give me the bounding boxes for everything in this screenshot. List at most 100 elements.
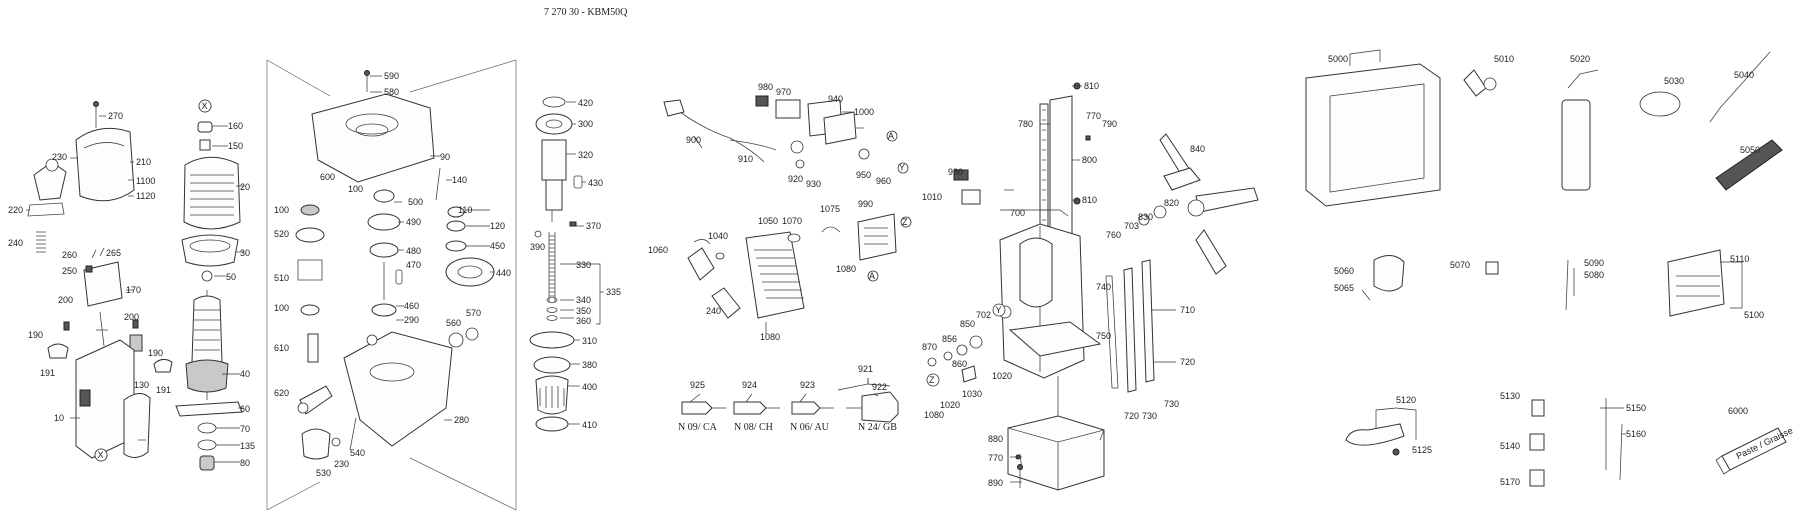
part-label-160: 160 <box>228 121 243 131</box>
part-label-925: 925 <box>690 380 705 390</box>
part-label-80: 80 <box>240 458 250 468</box>
part-label-360: 360 <box>576 316 591 326</box>
part-label-820: 820 <box>1164 198 1179 208</box>
part-label-490: 490 <box>406 217 421 227</box>
drill-stand-group <box>926 82 1259 491</box>
part-label-1010: 1010 <box>922 192 942 202</box>
part-label-1080-a: 1080 <box>836 264 856 274</box>
part-label-1080-stand: 1080 <box>924 410 944 420</box>
callout-y-1: Y <box>899 163 905 173</box>
leader-lines <box>26 75 1743 483</box>
callout-x-top: X <box>202 101 208 111</box>
part-label-860: 860 <box>952 359 967 369</box>
part-label-60: 60 <box>240 404 250 414</box>
variant-label-n06: N 06/ AU <box>790 422 830 433</box>
callout-a-2: A <box>869 271 875 281</box>
part-label-70: 70 <box>240 424 250 434</box>
part-label-230-lower: 230 <box>334 459 349 469</box>
part-label-5080: 5080 <box>1584 270 1604 280</box>
part-label-500: 500 <box>408 197 423 207</box>
part-label-5110: 5110 <box>1730 254 1749 264</box>
part-label-924: 924 <box>742 380 757 390</box>
part-label-800: 800 <box>1082 155 1097 165</box>
part-label-770-top: 770 <box>1086 111 1101 121</box>
variant-label-n08: N 08/ CH <box>734 422 773 433</box>
part-label-610: 610 <box>274 343 289 353</box>
part-label-190-left: 190 <box>28 330 43 340</box>
part-label-840: 840 <box>1190 144 1205 154</box>
part-label-200-left: 200 <box>58 295 73 305</box>
part-label-300: 300 <box>578 119 593 129</box>
callout-markers: X X Y Y Z Z A A <box>94 99 1006 462</box>
part-label-240-sleeve: 240 <box>706 306 721 316</box>
part-label-870: 870 <box>922 342 937 352</box>
part-label-5020: 5020 <box>1570 54 1590 64</box>
part-label-5090: 5090 <box>1584 258 1604 268</box>
part-label-1070: 1070 <box>782 216 802 226</box>
part-label-440: 440 <box>496 268 511 278</box>
part-label-5125: 5125 <box>1412 445 1432 455</box>
gearbox-group <box>295 70 495 460</box>
part-label-5040: 5040 <box>1734 70 1754 80</box>
part-label-40: 40 <box>240 369 250 379</box>
part-label-990: 990 <box>858 199 873 209</box>
part-label-710: 710 <box>1180 305 1195 315</box>
armature-group <box>175 99 243 471</box>
motor-housing-group <box>27 101 173 462</box>
callout-z-1: Z <box>902 217 908 227</box>
part-label-920: 920 <box>788 174 803 184</box>
part-label-10: 10 <box>54 413 64 423</box>
part-label-703: 703 <box>1124 221 1139 231</box>
part-label-100-low: 100 <box>274 303 289 313</box>
part-label-250: 250 <box>62 266 77 276</box>
part-label-770-base: 770 <box>988 453 1003 463</box>
part-label-420: 420 <box>578 98 593 108</box>
part-label-5050: 5050 <box>1740 145 1760 155</box>
part-label-400: 400 <box>582 382 597 392</box>
part-label-730-right: 730 <box>1164 399 1179 409</box>
part-label-970: 970 <box>776 87 791 97</box>
part-label-5000: 5000 <box>1328 54 1348 64</box>
part-label-900: 900 <box>686 135 701 145</box>
diagram-title: 7 270 30 - KBM50Q <box>544 7 628 18</box>
part-label-260: 260 <box>62 250 77 260</box>
part-label-980-stand: 980 <box>948 167 963 177</box>
part-label-510: 510 <box>274 273 289 283</box>
part-label-50: 50 <box>226 272 236 282</box>
part-label-5160: 5160 <box>1626 429 1646 439</box>
part-label-930: 930 <box>806 179 821 189</box>
part-label-130: 130 <box>134 380 149 390</box>
part-label-702: 702 <box>976 310 991 320</box>
variant-labels: N 09/ CA N 08/ CH N 06/ AU N 24/ GB <box>678 422 897 433</box>
part-label-1000: 1000 <box>854 107 874 117</box>
electrics-group <box>663 95 912 423</box>
part-label-280: 280 <box>454 415 469 425</box>
part-label-1080-b: 1080 <box>760 332 780 342</box>
part-label-6000: 6000 <box>1728 406 1748 416</box>
part-label-330: 330 <box>576 260 591 270</box>
part-label-191-left: 191 <box>40 368 55 378</box>
part-label-720-left: 720 <box>1124 411 1139 421</box>
part-label-380: 380 <box>582 360 597 370</box>
part-label-140: 140 <box>452 175 467 185</box>
part-label-200-right: 200 <box>124 312 139 322</box>
part-labels: 270 230 210 1100 1120 220 240 260 265 25… <box>8 54 1764 488</box>
part-label-720-right: 720 <box>1180 357 1195 367</box>
variant-label-n24: N 24/ GB <box>858 422 897 433</box>
part-label-750: 750 <box>1096 331 1111 341</box>
part-label-5130: 5130 <box>1500 391 1520 401</box>
part-label-390: 390 <box>530 242 545 252</box>
part-label-923: 923 <box>800 380 815 390</box>
part-label-30: 30 <box>240 248 250 258</box>
part-label-340: 340 <box>576 295 591 305</box>
part-label-1040: 1040 <box>708 231 728 241</box>
part-label-856: 856 <box>942 334 957 344</box>
part-label-940: 940 <box>828 94 843 104</box>
part-label-410: 410 <box>582 420 597 430</box>
part-label-5010: 5010 <box>1494 54 1514 64</box>
accessories-group: Paste / Graisse <box>1305 49 1794 487</box>
part-label-270: 270 <box>108 111 123 121</box>
variant-label-n09: N 09/ CA <box>678 422 718 433</box>
part-label-730-left: 730 <box>1142 411 1157 421</box>
part-label-880: 880 <box>988 434 1003 444</box>
